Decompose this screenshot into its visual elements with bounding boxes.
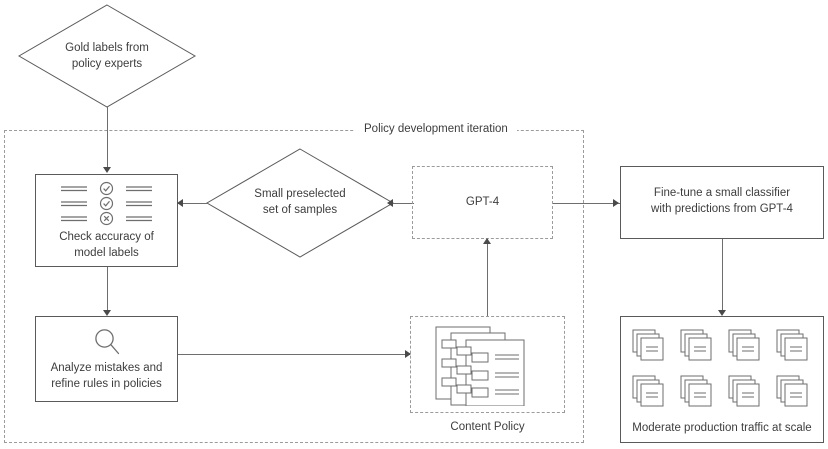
gpt4-node <box>412 166 553 239</box>
traffic-doc-1 <box>632 329 666 361</box>
arrowhead-check-to-analyze <box>103 310 111 316</box>
connector-analyze-to-content-policy <box>178 354 410 355</box>
finetune-classifier-label: Fine-tune a small classifier with predic… <box>651 187 793 215</box>
traffic-doc-6 <box>680 375 714 407</box>
policy-iteration-container-label: Policy development iteration <box>355 123 517 135</box>
content-policy-node <box>410 316 565 413</box>
checklist-icon <box>59 180 155 226</box>
content-policy-label: Content Policy <box>450 421 525 433</box>
traffic-doc-4 <box>776 329 810 361</box>
arrowhead-analyze-to-content-policy <box>405 350 411 358</box>
connector-content-policy-to-gpt4 <box>487 239 488 316</box>
arrowhead-finetune-to-moderate <box>718 310 726 316</box>
arrowhead-gpt4-to-finetune <box>613 199 619 207</box>
stacked-documents-icon <box>435 326 539 406</box>
arrowhead-content-policy-to-gpt4 <box>483 238 491 244</box>
finetune-classifier-node <box>620 166 824 239</box>
connector-finetune-to-moderate <box>722 239 723 313</box>
preselected-samples-node: Small preselected set of samples <box>206 148 394 258</box>
magnifying-glass-icon <box>91 326 123 358</box>
moderate-traffic-label: Moderate production traffic at scale <box>632 422 812 434</box>
traffic-doc-7 <box>728 375 762 407</box>
arrowhead-samples-to-check <box>177 199 183 207</box>
gold-labels-node: Gold labels from policy experts <box>18 4 196 108</box>
preselected-samples-label: Small preselected set of samples <box>254 188 346 216</box>
traffic-doc-5 <box>632 375 666 407</box>
arrowhead-gold-to-check <box>103 167 111 173</box>
gold-labels-label: Gold labels from policy experts <box>65 42 149 70</box>
traffic-doc-2 <box>680 329 714 361</box>
connector-samples-to-check <box>178 203 208 204</box>
traffic-doc-3 <box>728 329 762 361</box>
connector-gpt4-to-samples <box>392 203 414 204</box>
connector-check-to-analyze <box>107 267 108 313</box>
arrowhead-gpt4-to-samples <box>387 199 393 207</box>
connector-gpt4-to-finetune <box>553 203 621 204</box>
policy-iteration-container <box>4 130 584 443</box>
traffic-doc-8 <box>776 375 810 407</box>
connector-gold-to-check <box>107 107 108 170</box>
check-accuracy-label: Check accuracy of model labels <box>59 231 154 259</box>
gpt4-label: GPT-4 <box>465 196 500 208</box>
traffic-documents-grid <box>625 322 819 414</box>
analyze-mistakes-label: Analyze mistakes and refine rules in pol… <box>50 362 163 390</box>
